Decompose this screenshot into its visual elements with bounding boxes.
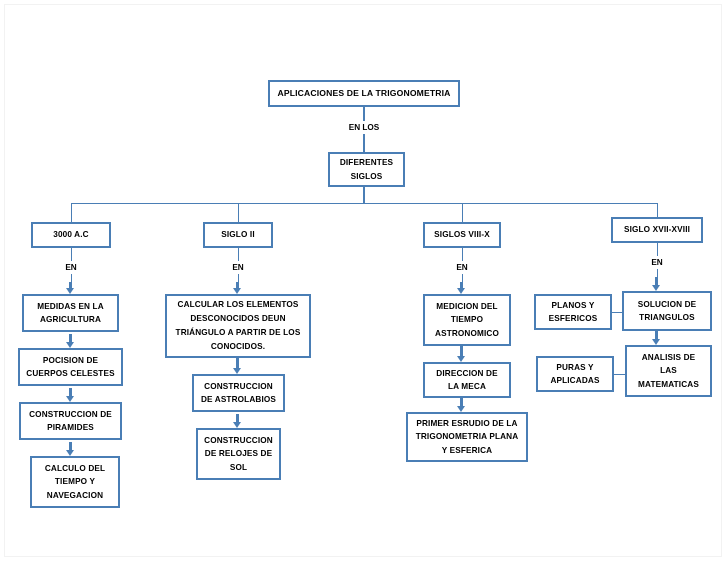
- arrow-branch2-step1: [233, 282, 242, 294]
- arrow-branch4-step1: [652, 277, 661, 291]
- label-en-branch-3-text: EN: [456, 263, 468, 272]
- connector-era2-to-en: [237, 248, 239, 261]
- arrow-branch1-step3: [66, 388, 75, 402]
- node-era-siglo-xvii-xviii[interactable]: SIGLO XVII-XVIII: [611, 217, 703, 243]
- node-era-siglo-ii-label: SIGLO II: [221, 230, 255, 240]
- connector-en-to-step1-1: [70, 274, 72, 282]
- node-b1-step-1[interactable]: MEDIDAS EN LA AGRICULTURA: [22, 294, 119, 332]
- node-b4-step-1[interactable]: SOLUCION DE TRIANGULOS: [622, 291, 712, 331]
- node-b1-step-3[interactable]: CONSTRUCCION DE PIRAMIDES: [19, 402, 122, 440]
- connector-annotation1-to-step1: [611, 311, 623, 313]
- bus-drop-1: [70, 203, 72, 222]
- label-en-branch-1: EN: [51, 261, 91, 274]
- node-b1-step-2-label: POCISION DE CUERPOS CELESTES: [26, 355, 115, 379]
- node-b1-step-1-label: MEDIDAS EN LA AGRICULTURA: [37, 301, 104, 325]
- node-b4-step-1-label: SOLUCION DE TRIANGULOS: [637, 299, 697, 323]
- node-b1-step-4-label: CALCULO DEL TIEMPO Y NAVEGACION: [44, 463, 106, 500]
- node-era-siglo-xvii-xviii-label: SIGLO XVII-XVIII: [623, 225, 691, 235]
- arrow-branch1-step4: [66, 442, 75, 456]
- node-era-3000-ac[interactable]: 3000 A.C: [31, 222, 111, 248]
- node-b1-step-4[interactable]: CALCULO DEL TIEMPO Y NAVEGACION: [30, 456, 120, 508]
- arrow-branch2-step2: [233, 358, 242, 374]
- node-b3-step-2-label: DIRECCION DE LA MECA: [436, 368, 498, 392]
- label-en-branch-2-text: EN: [232, 263, 244, 272]
- node-b2-step-2[interactable]: CONSTRUCCION DE ASTROLABIOS: [192, 374, 285, 412]
- arrow-branch3-step1: [457, 282, 466, 294]
- node-hub-label: DIFERENTES SIGLOS: [339, 158, 394, 181]
- node-b3-step-3-label: PRIMER ESRUDIO DE LA TRIGONOMETRIA PLANA…: [415, 418, 519, 455]
- connector-annotation2-to-step2: [613, 373, 626, 375]
- connector-era4-to-en: [656, 243, 658, 256]
- bus-drop-3: [461, 203, 463, 222]
- node-b3-step-1-label: MEDICION DEL TIEMPO ASTRONOMICO: [435, 301, 499, 338]
- node-b4-annotation-2[interactable]: PURAS Y APLICADAS: [536, 356, 614, 392]
- arrow-branch1-step1: [66, 282, 75, 294]
- node-era-siglos-viii-x[interactable]: SIGLOS VIII-X: [423, 222, 501, 248]
- arrow-branch3-step2: [457, 346, 466, 362]
- label-en-branch-3: EN: [442, 261, 482, 274]
- node-b1-step-2[interactable]: POCISION DE CUERPOS CELESTES: [18, 348, 123, 386]
- node-b2-step-3[interactable]: CONSTRUCCION DE RELOJES DE SOL: [196, 428, 281, 480]
- arrow-branch4-step2: [652, 331, 661, 345]
- node-b2-step-1[interactable]: CALCULAR LOS ELEMENTOS DESCONOCIDOS DEUN…: [165, 294, 311, 358]
- node-era-3000-ac-label: 3000 A.C: [53, 230, 89, 240]
- connector-en-to-step4-1: [656, 269, 658, 277]
- connector-root-to-enlos: [363, 107, 365, 121]
- node-b2-step-1-label: CALCULAR LOS ELEMENTOS DESCONOCIDOS DEUN…: [175, 300, 301, 351]
- bus-drop-2: [237, 203, 239, 222]
- node-hub[interactable]: DIFERENTES SIGLOS: [328, 152, 405, 187]
- connector-era1-to-en: [70, 248, 72, 261]
- node-b1-step-3-label: CONSTRUCCION DE PIRAMIDES: [29, 409, 112, 433]
- bus-drop-4: [656, 203, 658, 218]
- node-root[interactable]: APLICACIONES DE LA TRIGONOMETRIA: [268, 80, 460, 107]
- node-b4-step-2[interactable]: ANALISIS DE LAS MATEMATICAS: [625, 345, 712, 397]
- connector-hub-to-bus: [363, 187, 365, 203]
- connector-enlos-to-hub: [363, 134, 365, 152]
- connector-en-to-step2-1: [237, 274, 239, 282]
- node-b2-step-2-label: CONSTRUCCION DE ASTROLABIOS: [200, 381, 277, 405]
- label-en-branch-1-text: EN: [65, 263, 77, 272]
- node-b2-step-3-label: CONSTRUCCION DE RELOJES DE SOL: [204, 435, 273, 472]
- arrow-branch3-step3: [457, 398, 466, 412]
- node-b4-step-2-label: ANALISIS DE LAS MATEMATICAS: [638, 352, 699, 389]
- connector-en-to-step3-1: [461, 274, 463, 282]
- node-b4-annotation-1-label: PLANOS Y ESFERICOS: [548, 300, 598, 324]
- node-era-siglos-viii-x-label: SIGLOS VIII-X: [434, 230, 490, 240]
- node-root-label: APLICACIONES DE LA TRIGONOMETRIA: [277, 87, 451, 98]
- label-en-los: EN LOS: [334, 121, 394, 134]
- node-b4-annotation-1[interactable]: PLANOS Y ESFERICOS: [534, 294, 612, 330]
- label-en-los-text: EN LOS: [348, 123, 380, 132]
- arrow-branch1-step2: [66, 334, 75, 348]
- node-b3-step-2[interactable]: DIRECCION DE LA MECA: [423, 362, 511, 398]
- label-en-branch-4-text: EN: [651, 258, 663, 267]
- node-b4-annotation-2-label: PURAS Y APLICADAS: [550, 362, 600, 386]
- node-era-siglo-ii[interactable]: SIGLO II: [203, 222, 273, 248]
- distribution-bus: [71, 202, 657, 204]
- label-en-branch-2: EN: [218, 261, 258, 274]
- arrow-branch2-step3: [233, 414, 242, 428]
- connector-era3-to-en: [461, 248, 463, 261]
- node-b3-step-3[interactable]: PRIMER ESRUDIO DE LA TRIGONOMETRIA PLANA…: [406, 412, 528, 462]
- label-en-branch-4: EN: [637, 256, 677, 269]
- node-b3-step-1[interactable]: MEDICION DEL TIEMPO ASTRONOMICO: [423, 294, 511, 346]
